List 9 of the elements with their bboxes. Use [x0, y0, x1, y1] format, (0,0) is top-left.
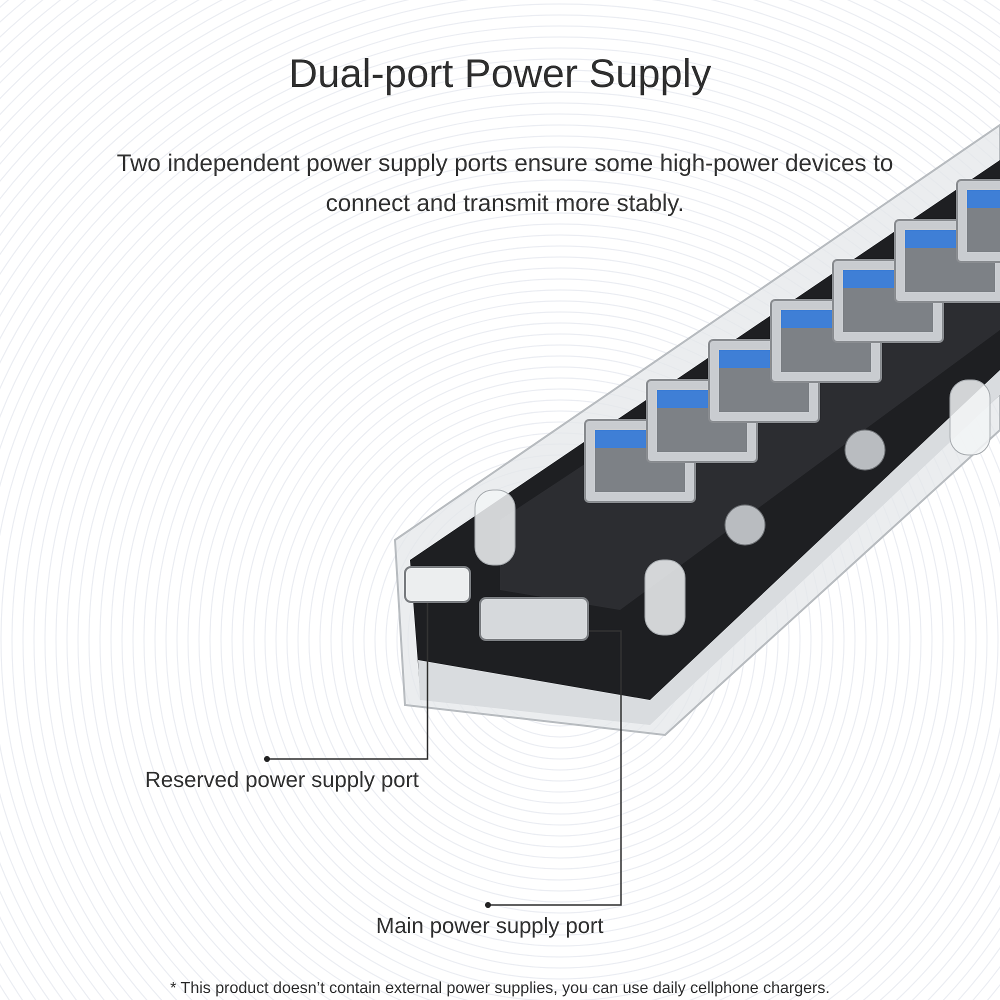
power-port	[479, 597, 589, 641]
power-port	[404, 566, 471, 603]
port-label: Main power supply port	[376, 905, 604, 939]
footnote: * This product doesn’t contain external power supplies, you can use daily cellphone chargers.	[169, 979, 831, 999]
title: Dual-port Power Supply	[288, 52, 712, 97]
leader-line	[264, 602, 428, 762]
port-label: Reserved power supply port	[145, 759, 419, 793]
description: Two independent power supply ports ensure some high-power devices to connect and transmit more stably.	[116, 149, 894, 219]
leader-line	[485, 630, 622, 908]
